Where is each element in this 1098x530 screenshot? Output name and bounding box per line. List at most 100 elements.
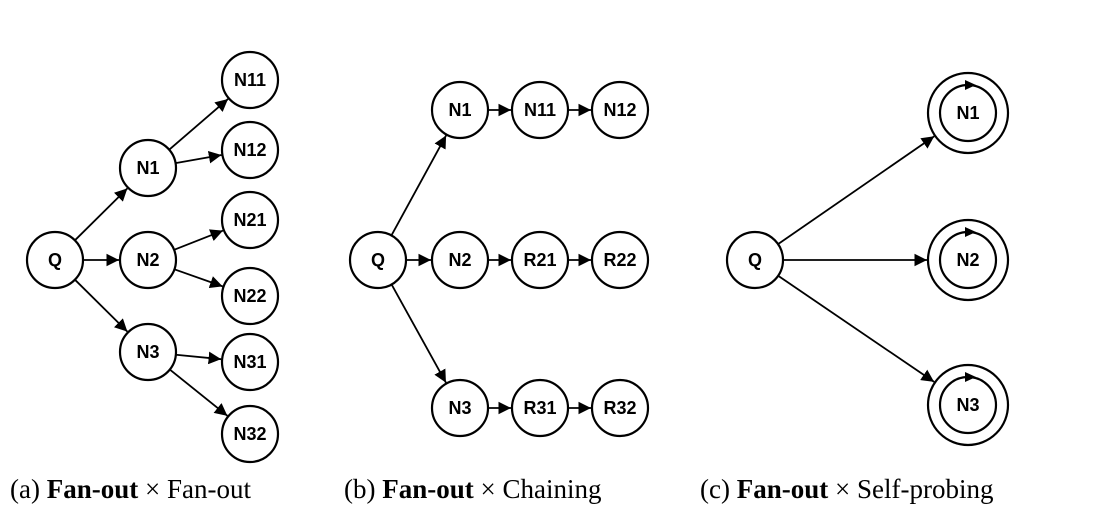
node-label: N31 bbox=[233, 352, 266, 372]
node-label: N22 bbox=[233, 286, 266, 306]
node-N3: N3 bbox=[430, 378, 490, 438]
node-circle bbox=[220, 190, 280, 250]
edge-N3-N32 bbox=[169, 368, 228, 417]
node-label: N1 bbox=[956, 103, 979, 123]
node-circle bbox=[590, 378, 650, 438]
caption-c-rest: Self-probing bbox=[850, 474, 994, 504]
edge-N1-N11 bbox=[168, 98, 229, 151]
node-circle bbox=[510, 230, 570, 290]
node-N3: N3 bbox=[926, 363, 1010, 447]
caption-a: (a) Fan-out × Fan-out bbox=[10, 474, 251, 505]
caption-b-times: × bbox=[480, 474, 496, 504]
node-label: R22 bbox=[603, 250, 636, 270]
node-R22: R22 bbox=[590, 230, 650, 290]
node-label: N12 bbox=[603, 100, 636, 120]
node-circle bbox=[725, 230, 785, 290]
node-circle bbox=[220, 266, 280, 326]
edge-Q-N1 bbox=[777, 135, 935, 245]
node-label: N12 bbox=[233, 140, 266, 160]
node-circle bbox=[430, 378, 490, 438]
node-label: N32 bbox=[233, 424, 266, 444]
node-N1: N1 bbox=[926, 71, 1010, 155]
caption-b: (b) Fan-out × Chaining bbox=[344, 474, 601, 505]
node-circle bbox=[118, 138, 178, 198]
self-loop-arrow-icon bbox=[965, 227, 976, 237]
edge-N2-N22 bbox=[174, 268, 223, 289]
node-N1: N1 bbox=[118, 138, 178, 198]
caption-c: (c) Fan-out × Self-probing bbox=[700, 474, 993, 505]
edge-Q-N3 bbox=[74, 279, 129, 333]
node-circle bbox=[25, 230, 85, 290]
node-label: N2 bbox=[136, 250, 159, 270]
caption-a-bold: Fan-out bbox=[46, 474, 139, 504]
node-circle bbox=[220, 50, 280, 110]
caption-a-times: × bbox=[144, 474, 161, 504]
caption-c-times: × bbox=[834, 474, 851, 504]
node-label: N1 bbox=[448, 100, 471, 120]
node-Q: Q bbox=[25, 230, 85, 290]
node-circle bbox=[430, 80, 490, 140]
node-label: N2 bbox=[956, 250, 979, 270]
node-circle bbox=[118, 230, 178, 290]
node-circle bbox=[430, 230, 490, 290]
node-label: N11 bbox=[234, 70, 266, 90]
node-N2: N2 bbox=[118, 230, 178, 290]
self-loop-arrow-icon bbox=[965, 372, 976, 382]
node-circle bbox=[590, 230, 650, 290]
caption-b-prefix: (b) bbox=[344, 474, 383, 504]
node-label: N3 bbox=[448, 398, 471, 418]
node-N22: N22 bbox=[220, 266, 280, 326]
node-N2: N2 bbox=[926, 218, 1010, 302]
node-N1: N1 bbox=[430, 80, 490, 140]
edge-N1-N12 bbox=[175, 151, 222, 165]
node-N11: N11 bbox=[220, 50, 280, 110]
caption-a-prefix: (a) bbox=[10, 474, 47, 504]
caption-b-bold: Fan-out bbox=[382, 474, 474, 504]
self-loop-arrow-icon bbox=[965, 80, 976, 90]
edge-Q-N1 bbox=[390, 135, 447, 236]
node-circle bbox=[118, 322, 178, 382]
node-N2: N2 bbox=[430, 230, 490, 290]
node-R31: R31 bbox=[510, 378, 570, 438]
caption-a-rest: Fan-out bbox=[160, 474, 251, 504]
node-label: N1 bbox=[136, 158, 159, 178]
node-label: Q bbox=[748, 250, 762, 270]
edge-Q-N3 bbox=[390, 284, 447, 384]
edge-N3-N31 bbox=[175, 351, 222, 365]
node-label: R32 bbox=[603, 398, 636, 418]
node-label: R31 bbox=[523, 398, 556, 418]
node-label: N11 bbox=[524, 100, 556, 120]
node-label: N3 bbox=[136, 342, 159, 362]
node-label: N2 bbox=[448, 250, 471, 270]
node-label: N3 bbox=[956, 395, 979, 415]
node-N12: N12 bbox=[590, 80, 650, 140]
node-label: Q bbox=[371, 250, 385, 270]
node-circle bbox=[510, 378, 570, 438]
node-circle bbox=[220, 404, 280, 464]
node-circle bbox=[220, 120, 280, 180]
caption-c-bold: Fan-out bbox=[736, 474, 829, 504]
node-N11: N11 bbox=[510, 80, 570, 140]
edge-Q-N1 bbox=[74, 187, 129, 241]
node-N3: N3 bbox=[118, 322, 178, 382]
node-circle bbox=[510, 80, 570, 140]
node-label: R21 bbox=[523, 250, 556, 270]
node-Q: Q bbox=[348, 230, 408, 290]
node-N31: N31 bbox=[220, 332, 280, 392]
node-N32: N32 bbox=[220, 404, 280, 464]
node-circle bbox=[220, 332, 280, 392]
node-circle bbox=[590, 80, 650, 140]
node-Q: Q bbox=[725, 230, 785, 290]
node-N12: N12 bbox=[220, 120, 280, 180]
node-label: N21 bbox=[233, 210, 266, 230]
caption-b-rest: Chaining bbox=[495, 474, 602, 504]
edge-Q-N3 bbox=[777, 275, 935, 383]
node-circle bbox=[348, 230, 408, 290]
node-R32: R32 bbox=[590, 378, 650, 438]
caption-c-prefix: (c) bbox=[700, 474, 737, 504]
node-N21: N21 bbox=[220, 190, 280, 250]
